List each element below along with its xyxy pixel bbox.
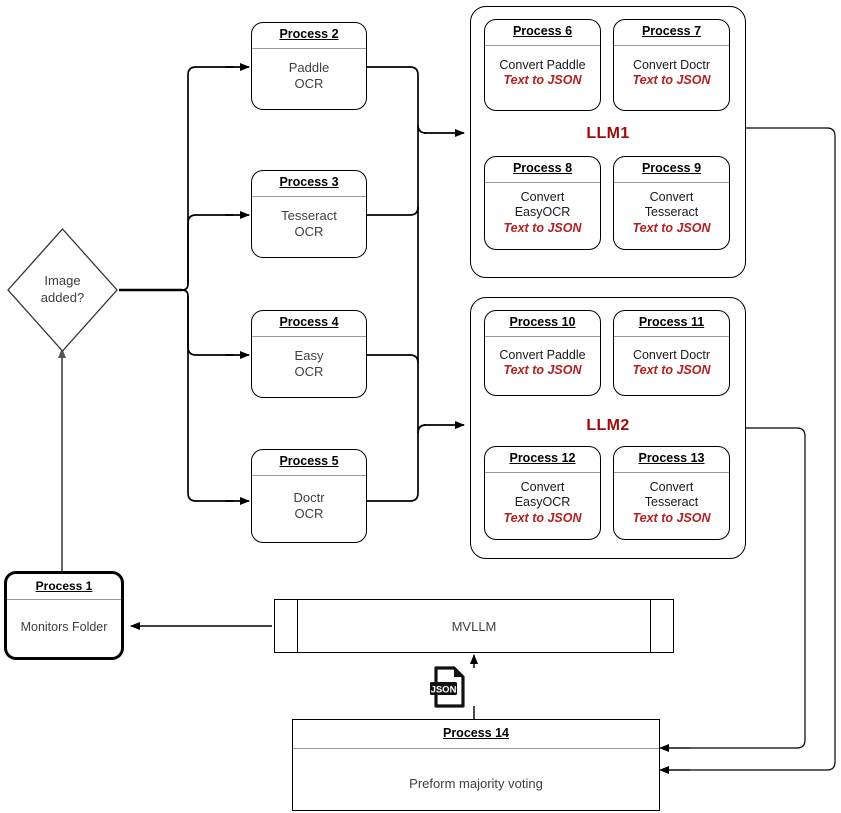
- process-8-convert-easyocr[interactable]: Process 8 Convert EasyOCR Text to JSON: [484, 156, 601, 250]
- process-9-body-line2: Tesseract: [644, 205, 699, 220]
- process-6-header: Process 6: [512, 24, 573, 38]
- process-6-json-label: Text to JSON: [503, 73, 582, 88]
- json-icon-label: JSON: [431, 684, 457, 695]
- process-4-divider: [252, 335, 366, 337]
- process-2-paddle-ocr[interactable]: Process 2 Paddle OCR: [251, 22, 367, 110]
- process-6-body: Convert Paddle Text to JSON: [485, 46, 600, 89]
- mvllm-left-bar: [297, 600, 298, 652]
- process-9-json-label: Text to JSON: [632, 220, 711, 235]
- json-file-icon: JSON: [427, 665, 469, 709]
- process-6-body-line1: Convert Paddle: [499, 57, 586, 72]
- process-3-header: Process 3: [279, 175, 339, 189]
- process-11-body: Convert Doctr Text to JSON: [614, 337, 729, 379]
- process-13-json-label: Text to JSON: [632, 510, 711, 525]
- process-9-header: Process 9: [641, 161, 702, 175]
- process-2-body: Paddle OCR: [252, 49, 366, 93]
- mvllm-label: MVLLM: [451, 618, 497, 634]
- process-4-body: Easy OCR: [252, 337, 366, 381]
- process-13-divider: [614, 471, 729, 473]
- process-7-json-label: Text to JSON: [632, 73, 711, 88]
- process-2-divider: [252, 47, 366, 49]
- process-9-divider: [614, 181, 729, 183]
- process-5-body-line2: OCR: [294, 505, 324, 521]
- process-14-header: Process 14: [442, 726, 510, 740]
- process-3-divider: [252, 195, 366, 197]
- decision-image-added[interactable]: Image added?: [6, 227, 119, 353]
- process-8-body: Convert EasyOCR Text to JSON: [485, 183, 600, 237]
- process-13-header: Process 13: [638, 451, 705, 465]
- process-12-convert-easyocr[interactable]: Process 12 Convert EasyOCR Text to JSON: [484, 446, 601, 540]
- process-8-body-line2: EasyOCR: [514, 205, 571, 220]
- process-3-body-line2: OCR: [294, 223, 324, 239]
- process-11-header: Process 11: [638, 315, 705, 329]
- process-2-body-line1: Paddle: [288, 59, 330, 75]
- process-12-body-line1: Convert: [520, 479, 565, 494]
- process-7-convert-doctr[interactable]: Process 7 Convert Doctr Text to JSON: [613, 19, 730, 111]
- process-8-divider: [485, 181, 600, 183]
- process-5-doctr-ocr[interactable]: Process 5 Doctr OCR: [251, 449, 367, 543]
- process-9-body: Convert Tesseract Text to JSON: [614, 183, 729, 237]
- process-2-header: Process 2: [279, 27, 339, 41]
- mvllm-right-bar: [650, 600, 651, 652]
- process-4-header: Process 4: [279, 315, 339, 329]
- process-14-majority-voting[interactable]: Process 14 Preform majority voting: [292, 719, 660, 811]
- process-4-body-line1: Easy: [294, 347, 324, 363]
- process-5-body-line1: Doctr: [293, 489, 325, 505]
- process-12-divider: [485, 471, 600, 473]
- decision-label-line2: added?: [40, 290, 85, 305]
- process-7-body-line1: Convert Doctr: [632, 57, 711, 72]
- process-7-body: Convert Doctr Text to JSON: [614, 46, 729, 89]
- llm2-caption: LLM2: [586, 417, 630, 434]
- process-12-body: Convert EasyOCR Text to JSON: [485, 473, 600, 527]
- process-10-convert-paddle[interactable]: Process 10 Convert Paddle Text to JSON: [484, 310, 601, 396]
- decision-label-line1: Image: [44, 273, 81, 289]
- process-11-divider: [614, 335, 729, 337]
- process-2-body-line2: OCR: [294, 75, 324, 91]
- llm1-caption: LLM1: [586, 125, 630, 142]
- process-1-body: Monitors Folder: [20, 620, 108, 634]
- diamond-shape: [7, 228, 118, 352]
- process-1-monitors-folder[interactable]: Process 1 Monitors Folder: [4, 571, 124, 660]
- process-5-body: Doctr OCR: [252, 476, 366, 523]
- process-3-body-line1: Tesseract: [281, 207, 337, 223]
- process-10-divider: [485, 335, 600, 337]
- process-14-body: Preform majority voting: [409, 775, 543, 791]
- process-7-header: Process 7: [641, 24, 702, 38]
- process-1-header: Process 1: [35, 579, 93, 593]
- process-14-divider: [293, 747, 659, 749]
- process-10-json-label: Text to JSON: [503, 363, 582, 378]
- process-12-header: Process 12: [509, 451, 576, 465]
- process-10-body: Convert Paddle Text to JSON: [485, 337, 600, 379]
- process-9-body-line1: Convert: [649, 189, 694, 204]
- process-11-convert-doctr[interactable]: Process 11 Convert Doctr Text to JSON: [613, 310, 730, 396]
- process-3-body: Tesseract OCR: [252, 197, 366, 241]
- process-12-json-label: Text to JSON: [503, 510, 582, 525]
- process-11-json-label: Text to JSON: [632, 363, 711, 378]
- process-3-tesseract-ocr[interactable]: Process 3 Tesseract OCR: [251, 170, 367, 258]
- process-13-body-line1: Convert: [649, 479, 694, 494]
- process-4-body-line2: OCR: [294, 363, 324, 379]
- process-5-header: Process 5: [279, 454, 339, 468]
- process-12-body-line2: EasyOCR: [514, 495, 571, 510]
- process-6-divider: [485, 44, 600, 46]
- mvllm-predefined-process[interactable]: MVLLM: [274, 599, 674, 653]
- process-8-body-line1: Convert: [520, 189, 565, 204]
- process-8-json-label: Text to JSON: [503, 220, 582, 235]
- process-8-header: Process 8: [512, 161, 573, 175]
- process-13-convert-tesseract[interactable]: Process 13 Convert Tesseract Text to JSO…: [613, 446, 730, 540]
- process-6-convert-paddle[interactable]: Process 6 Convert Paddle Text to JSON: [484, 19, 601, 111]
- process-10-header: Process 10: [509, 315, 576, 329]
- decision-label: Image added?: [6, 227, 119, 353]
- process-11-body-line1: Convert Doctr: [632, 347, 711, 362]
- process-13-body-line2: Tesseract: [644, 495, 699, 510]
- process-13-body: Convert Tesseract Text to JSON: [614, 473, 729, 527]
- process-9-convert-tesseract[interactable]: Process 9 Convert Tesseract Text to JSON: [613, 156, 730, 250]
- process-1-divider: [7, 599, 121, 600]
- process-7-divider: [614, 44, 729, 46]
- process-5-divider: [252, 474, 366, 476]
- process-4-easy-ocr[interactable]: Process 4 Easy OCR: [251, 310, 367, 398]
- process-10-body-line1: Convert Paddle: [499, 347, 586, 362]
